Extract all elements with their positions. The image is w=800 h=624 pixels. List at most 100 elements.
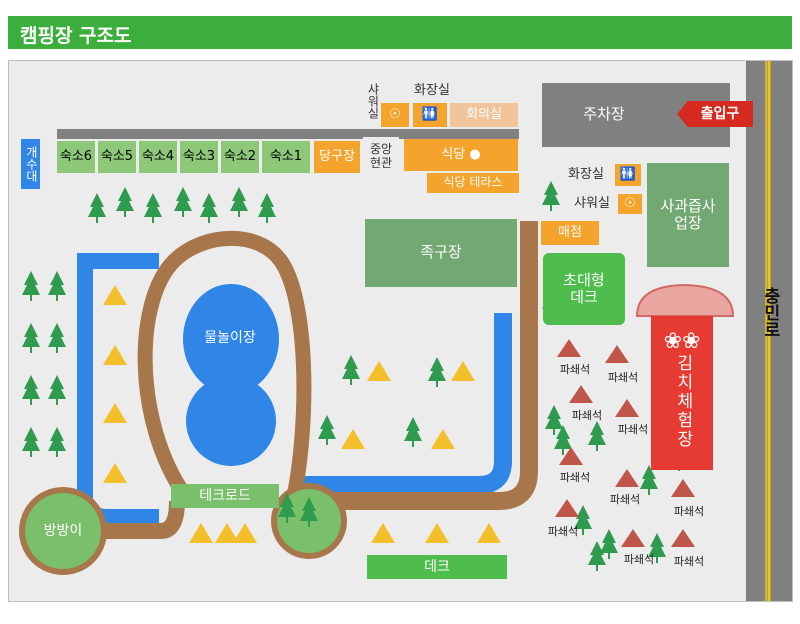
lodging-6: 숙소6 [57, 141, 95, 173]
tree-icon [88, 193, 106, 223]
deck: 데크 [367, 555, 507, 579]
parasol-tent-icon [569, 385, 593, 403]
shower-top: 샤워실 [364, 81, 380, 121]
toilet-top-icon: 🚻 [413, 103, 447, 127]
kimchi-hall: 김치체험장 [651, 316, 713, 470]
lodging-3-label: 숙소3 [182, 148, 216, 164]
parasol-label: 파쇄석 [673, 504, 705, 518]
tent-icon [367, 361, 391, 381]
store-label: 매점 [558, 224, 582, 240]
lodging-3: 숙소3 [180, 141, 218, 173]
camp-map: 개수대 숙소6 숙소5 숙소4 숙소3 숙소2 숙소1 당구장 중앙현관 샤워실… [8, 60, 793, 602]
entrance-arrow: 출입구 [677, 101, 753, 127]
tree-icon [588, 541, 606, 571]
parasol-tent-icon [621, 529, 645, 547]
tree-icon [22, 427, 40, 457]
tree-icon [22, 271, 40, 301]
tree-icon [545, 405, 563, 435]
sink-room: 개수대 [21, 139, 40, 189]
toilet-right: 화장실 [561, 165, 611, 185]
parasol-label: 파쇄석 [617, 422, 649, 436]
page-header: 캠핑장 구조도 [8, 16, 792, 49]
tree-icon [200, 193, 218, 223]
tent-icon [103, 285, 127, 305]
tree-icon [554, 425, 572, 455]
tree-icon [640, 465, 658, 495]
tent-icon [233, 523, 257, 543]
restaurant-terrace-label: 식당 테라스 [443, 175, 503, 190]
tree-icon [48, 271, 66, 301]
toilet-top: 화장실 [407, 81, 457, 101]
tree-icon [588, 421, 606, 451]
tree-icon [278, 493, 296, 523]
kimchi-cabbage-icon: ❀❀ [663, 329, 701, 355]
lodging-5: 숙소5 [98, 141, 136, 173]
tree-icon [48, 375, 66, 405]
tree-icon [428, 357, 446, 387]
parasol-label: 파쇄석 [559, 470, 591, 484]
large-deck-label: 초대형데크 [563, 270, 605, 306]
tree-icon [258, 193, 276, 223]
kimchi-hall-label: 김치체험장 [672, 353, 693, 449]
parasol-label: 파쇄석 [559, 362, 591, 376]
parasol-tent-icon [605, 345, 629, 363]
tree-icon [48, 323, 66, 353]
apple-juice-factory: 사과즙사업장 [647, 163, 729, 267]
shower-top-icon: ☉ [381, 103, 409, 127]
bangbang-label: 방방이 [43, 522, 83, 539]
restaurant-terrace: 식당 테라스 [427, 173, 519, 193]
parasol-tent-icon [615, 469, 639, 487]
tent-icon [431, 429, 455, 449]
entrance-label: 출입구 [700, 105, 740, 122]
tree-icon [174, 187, 192, 217]
shower-right-label: 샤워실 [574, 195, 610, 211]
tree-icon [300, 497, 318, 527]
restaurant: 식당 ● [404, 139, 518, 171]
toilet-right-label: 화장실 [568, 166, 604, 182]
tree-icon [22, 323, 40, 353]
pool-label: 물놀이장 [204, 329, 256, 346]
tree-icon [342, 355, 360, 385]
water-channel-right [292, 313, 512, 494]
lodging-2: 숙소2 [221, 141, 259, 173]
toilet-right-icon: 🚻 [615, 164, 641, 186]
tent-icon [103, 463, 127, 483]
lodging-2-label: 숙소2 [223, 148, 257, 164]
tent-icon [215, 523, 239, 543]
tree-icon [318, 415, 336, 445]
tree-icon [22, 375, 40, 405]
bangbang: 방방이 [29, 517, 97, 545]
store: 매점 [541, 221, 599, 245]
tool-room: 당구장 [314, 141, 360, 173]
tech-road: 테크로드 [171, 484, 279, 508]
map-graphics [19, 61, 792, 601]
central-hall: 중앙현관 [363, 137, 399, 177]
lodging-1: 숙소1 [262, 141, 310, 173]
shower-right: 샤워실 [569, 194, 615, 214]
tree-icon [648, 533, 666, 563]
pool: 물놀이장 [199, 323, 261, 353]
tool-room-label: 당구장 [319, 148, 355, 164]
parasol-tent-icon [671, 479, 695, 497]
foot-volleyball-court: 족구장 [365, 219, 517, 287]
lodging-5-label: 숙소5 [100, 148, 134, 164]
deck-label: 데크 [424, 558, 450, 575]
parasol-label: 파쇄석 [571, 408, 603, 422]
shower-right-icon: ☉ [618, 194, 642, 214]
page-title: 캠핑장 구조도 [20, 25, 132, 47]
central-hall-label: 중앙현관 [369, 142, 393, 170]
road-name: 충민로 [753, 277, 785, 347]
shower-top-label: 샤워실 [365, 83, 380, 119]
tent-icon [371, 523, 395, 543]
tent-icon [451, 361, 475, 381]
kimchi-roof [635, 283, 735, 317]
pool-lower [186, 376, 276, 466]
tent-icon [341, 429, 365, 449]
tree-icon [600, 529, 618, 559]
tent-icon [425, 523, 449, 543]
parasol-tent-icon [615, 399, 639, 417]
tree-icon [116, 187, 134, 217]
parasol-label: 파쇄석 [673, 554, 705, 568]
tent-icon [103, 403, 127, 423]
foot-volleyball-label: 족구장 [420, 243, 462, 262]
